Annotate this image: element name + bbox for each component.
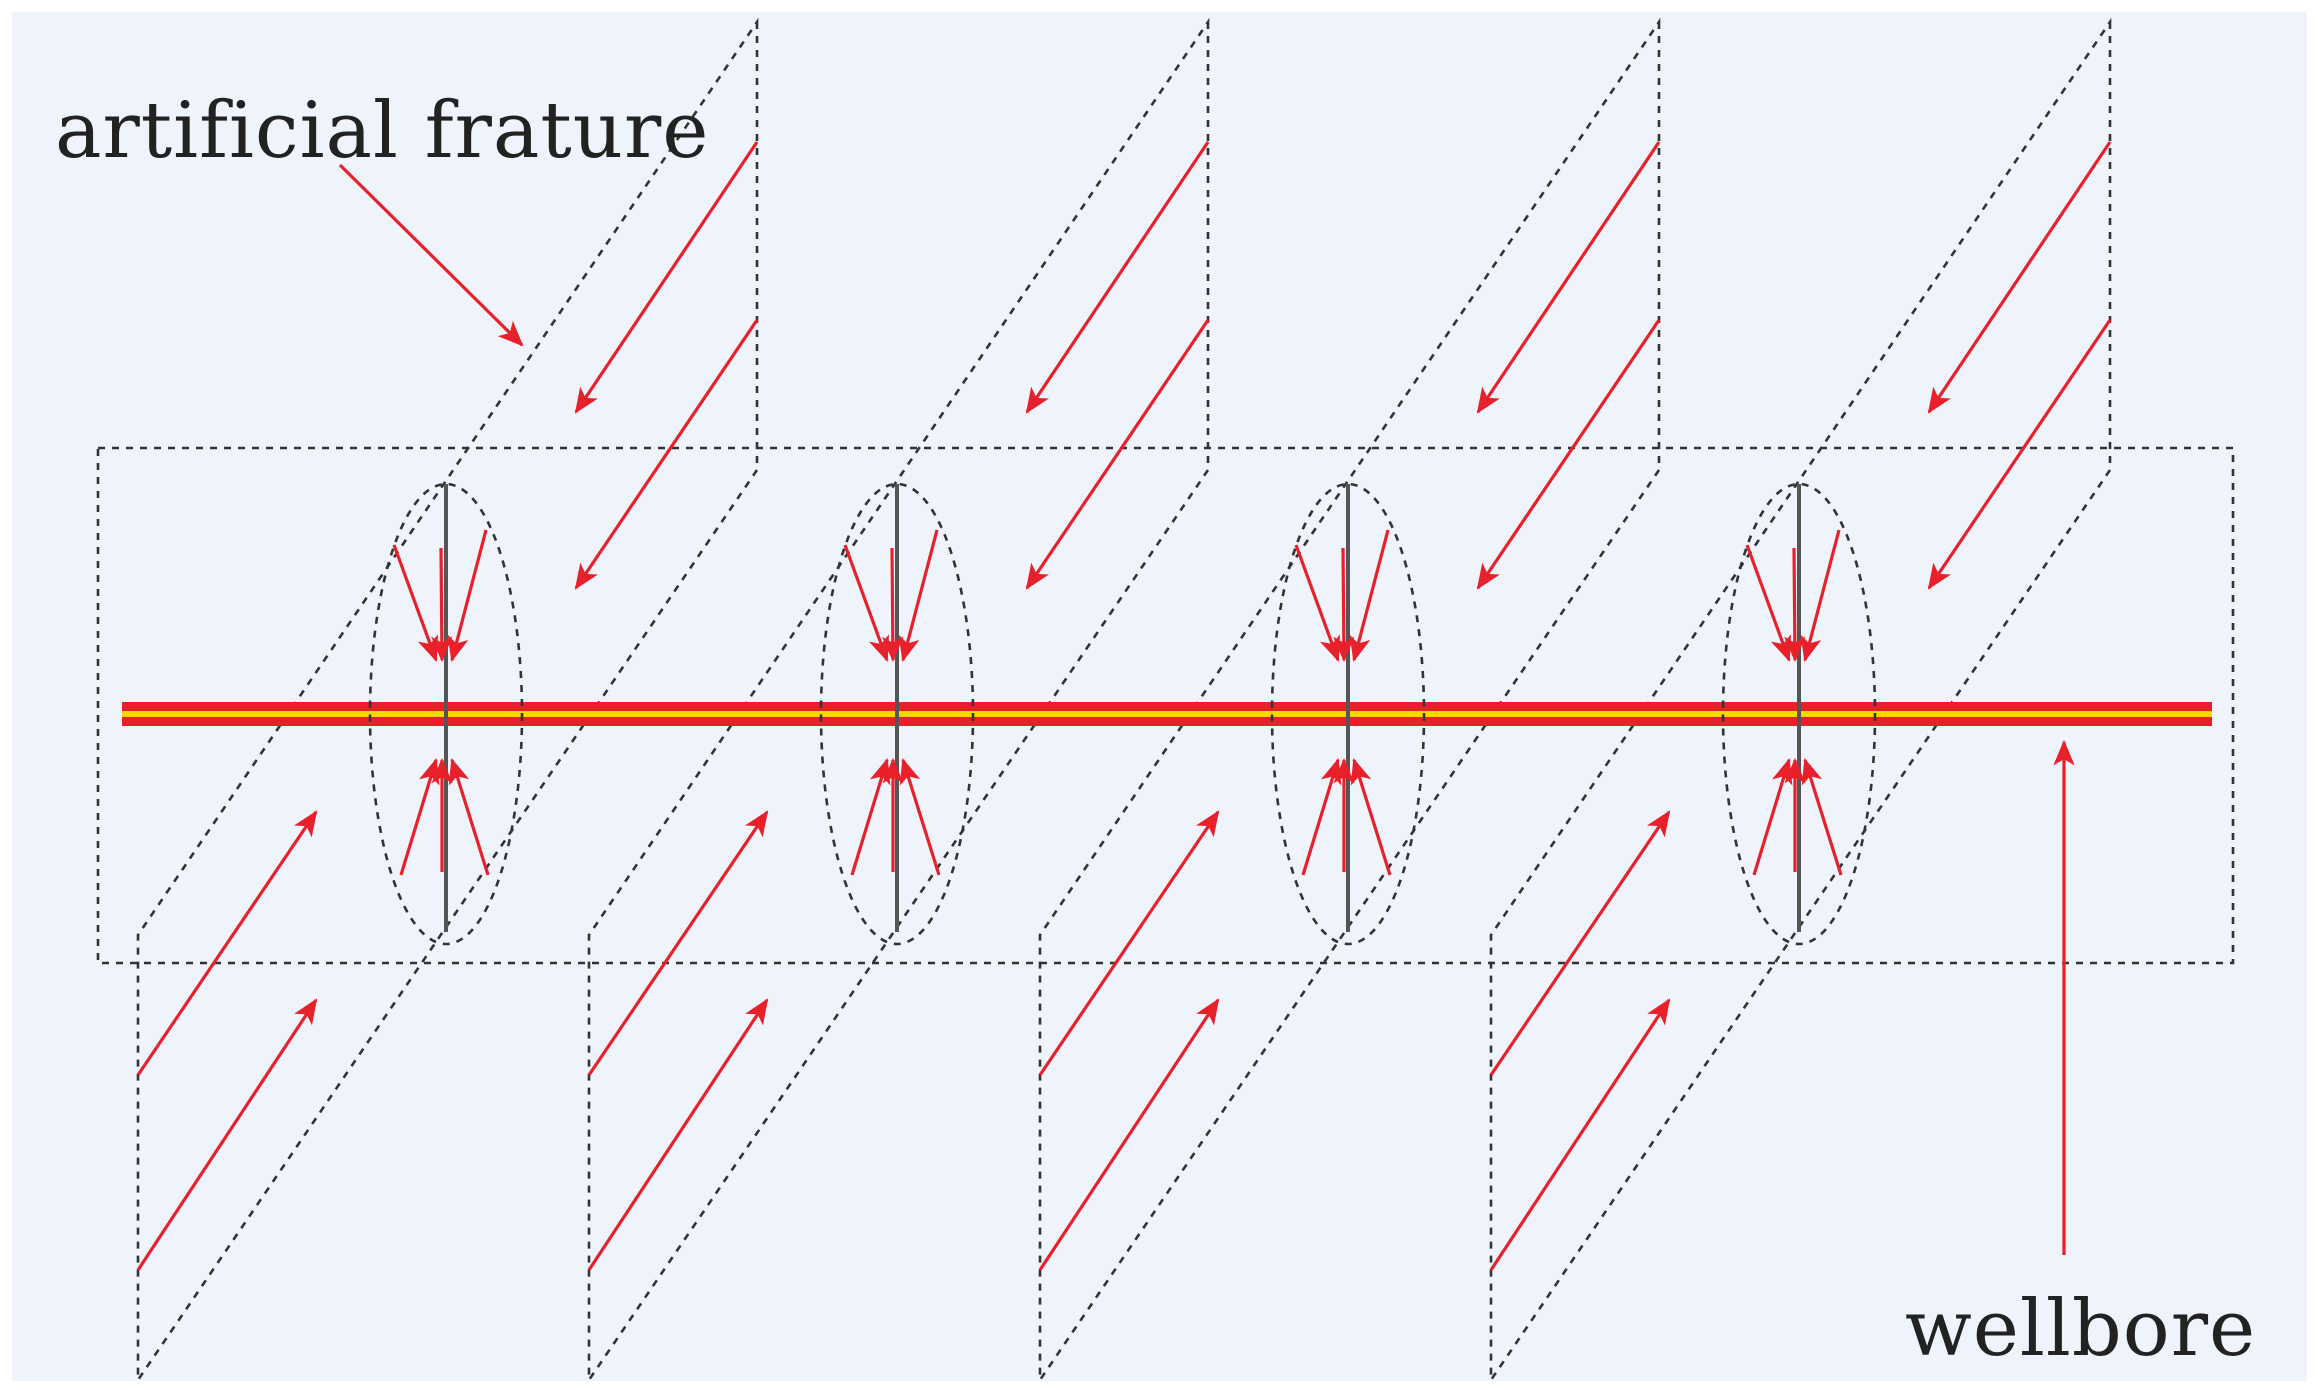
flow-arrow — [843, 544, 889, 663]
flow-arrows — [136, 141, 2112, 1271]
flow-arrow — [448, 757, 490, 876]
flow-arrow — [1745, 544, 1791, 663]
flow-arrow — [898, 529, 939, 663]
flow-arrow — [1752, 757, 1793, 876]
flow-arrow — [399, 757, 440, 876]
flow-arrow — [1927, 141, 2112, 414]
flow-arrow — [574, 141, 759, 414]
flow-arrow — [1489, 998, 1671, 1271]
fracture-ellipse — [1270, 482, 1426, 946]
flow-arrow — [431, 547, 453, 663]
flow-arrow — [1301, 757, 1342, 876]
artificial-fracture-label: artificial frature — [55, 86, 710, 176]
flow-arrow — [1927, 319, 2112, 590]
flow-arrow — [1350, 757, 1392, 876]
wellbore-label: wellbore — [1905, 1284, 2257, 1374]
fracture-zones — [368, 482, 1877, 946]
flow-arrow — [1038, 810, 1220, 1076]
flow-arrow — [1025, 319, 1210, 590]
flow-arrow — [1784, 547, 1806, 663]
flow-arrow — [1801, 757, 1843, 876]
flow-arrow — [1038, 998, 1220, 1271]
flow-arrow — [574, 319, 759, 590]
flow-arrow — [850, 757, 891, 876]
diagram-background — [12, 12, 2307, 1381]
fracture-ellipse — [819, 482, 975, 946]
flow-arrow — [1489, 810, 1671, 1076]
flow-arrow — [1349, 529, 1390, 663]
flow-arrow — [587, 810, 769, 1076]
flow-arrow — [136, 998, 318, 1271]
wellbore-inner-band — [122, 711, 2212, 717]
wellbore — [122, 702, 2212, 726]
flow-arrow — [1476, 319, 1661, 590]
stimulated-region-box — [96, 446, 2235, 965]
flow-arrow — [338, 163, 524, 347]
flow-arrow — [447, 529, 488, 663]
flow-arrow — [1333, 547, 1355, 663]
flow-arrow — [1476, 141, 1661, 414]
flow-arrow — [1025, 141, 1210, 414]
flow-arrow — [882, 547, 904, 663]
flow-arrow — [392, 544, 438, 663]
flow-arrow — [899, 757, 941, 876]
fracture-ellipse — [368, 482, 524, 946]
flow-arrow — [1800, 529, 1841, 663]
flow-arrow — [587, 998, 769, 1271]
fracture-ellipse — [1721, 482, 1877, 946]
flow-arrow — [1294, 544, 1340, 663]
flow-arrow — [136, 810, 318, 1076]
